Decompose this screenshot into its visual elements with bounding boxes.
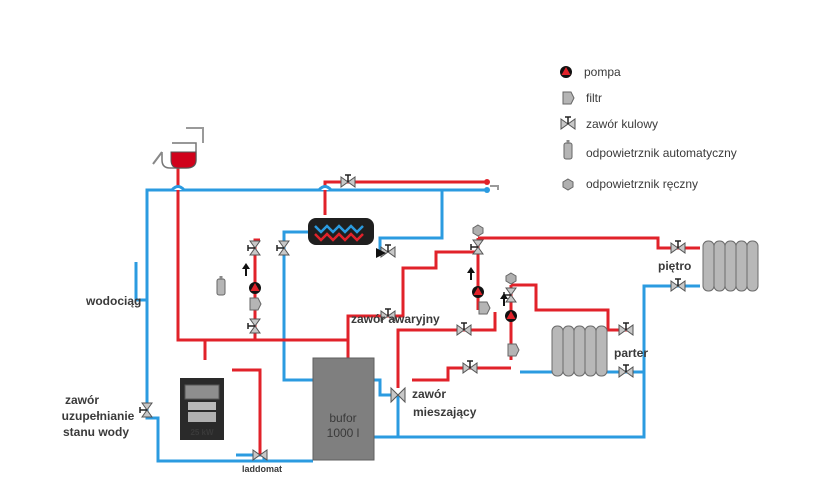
legend-auto-vent: odpowietrznik automatyczny <box>586 146 737 160</box>
radiator-upstairs <box>702 240 759 292</box>
diagram-labels: wodociąg zawór uzupełnianie stanu wody l… <box>62 259 692 474</box>
legend-manual-vent: odpowietrznik ręczny <box>586 177 698 191</box>
water-main-label: wodociąg <box>85 294 141 308</box>
legend-filter: filtr <box>586 91 602 105</box>
boiler-power-label: 25 kW <box>190 428 214 437</box>
fill-valve-label-1: zawór <box>65 393 99 407</box>
fill-valve-label-2: uzupełnianie <box>62 409 135 423</box>
mixing-valve-label-2: mieszający <box>413 405 477 419</box>
legend-ball-valve: zawór kulowy <box>586 117 658 131</box>
pump-icon <box>560 66 572 78</box>
filter-icon <box>562 91 575 105</box>
legend-pump: pompa <box>584 65 621 79</box>
buffer-label-1: bufor <box>329 411 356 425</box>
ball-valve-icon <box>560 116 576 130</box>
upstairs-label: piętro <box>658 259 691 273</box>
fittings <box>139 174 686 461</box>
laddomat-label: laddomat <box>242 464 282 474</box>
manual-vent-icon <box>562 178 574 191</box>
mixing-valve-label-1: zawór <box>412 387 446 401</box>
buffer-label-2: 1000 l <box>327 426 360 440</box>
ground-floor-label: parter <box>614 346 648 360</box>
boiler: 25 kW <box>180 378 224 440</box>
auto-vent-icon <box>563 139 573 160</box>
hot-water-cylinder <box>308 218 374 245</box>
emergency-valve-label: zawór awaryjny <box>351 312 440 326</box>
legend: pompa filtr zawór kulowy odpowietrznik a… <box>560 65 737 191</box>
fill-valve-label-3: stanu wody <box>63 425 129 439</box>
expansion-vessel <box>152 127 204 169</box>
buffer-tank: bufor 1000 l <box>312 357 375 461</box>
radiator-ground-floor <box>551 325 608 377</box>
